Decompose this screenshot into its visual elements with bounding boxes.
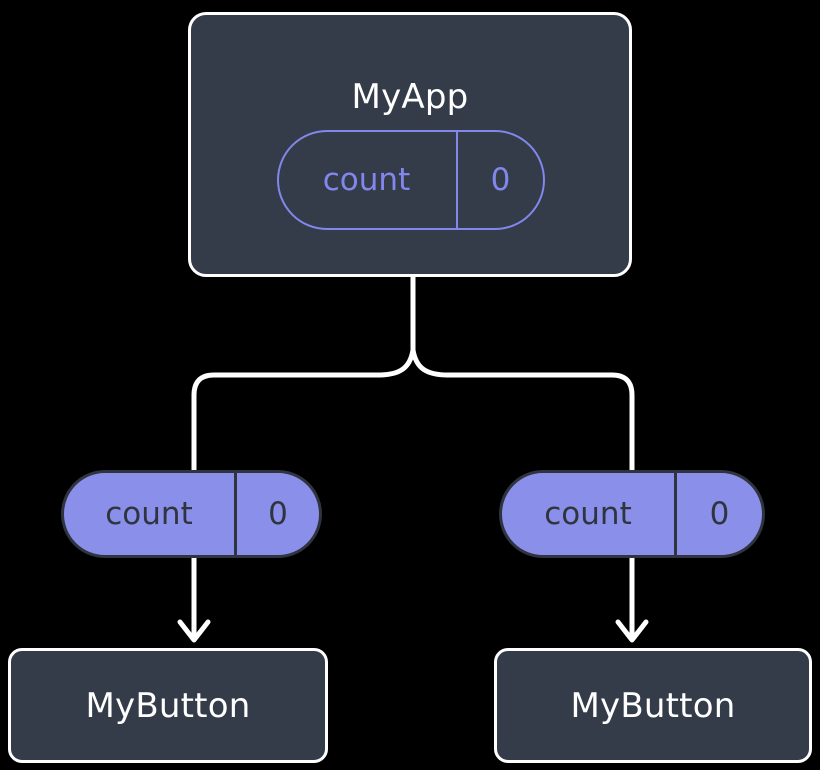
component-label-myapp: MyApp — [351, 77, 469, 117]
edge-fork-to-left-pill — [191, 349, 416, 472]
component-label-mybutton-right: MyButton — [570, 685, 736, 726]
prop-pill-right-count[interactable]: count 0 — [499, 470, 765, 558]
prop-pill-key: count — [502, 473, 677, 555]
component-box-mybutton-left[interactable]: MyButton — [8, 648, 328, 763]
state-pill-myapp-count[interactable]: count 0 — [277, 130, 545, 230]
state-pill-key: count — [279, 132, 458, 228]
prop-pill-value: 0 — [268, 495, 288, 532]
state-pill-value: 0 — [490, 161, 511, 198]
edge-fork-to-right-pill — [410, 349, 635, 472]
prop-pill-left-count[interactable]: count 0 — [61, 470, 322, 558]
prop-pill-value: 0 — [709, 495, 730, 532]
arrowhead-left — [177, 619, 211, 643]
arrowhead-right — [615, 619, 649, 643]
component-box-mybutton-right[interactable]: MyButton — [494, 648, 812, 763]
component-label-mybutton-left: MyButton — [85, 685, 251, 726]
prop-pill-key: count — [64, 473, 237, 555]
